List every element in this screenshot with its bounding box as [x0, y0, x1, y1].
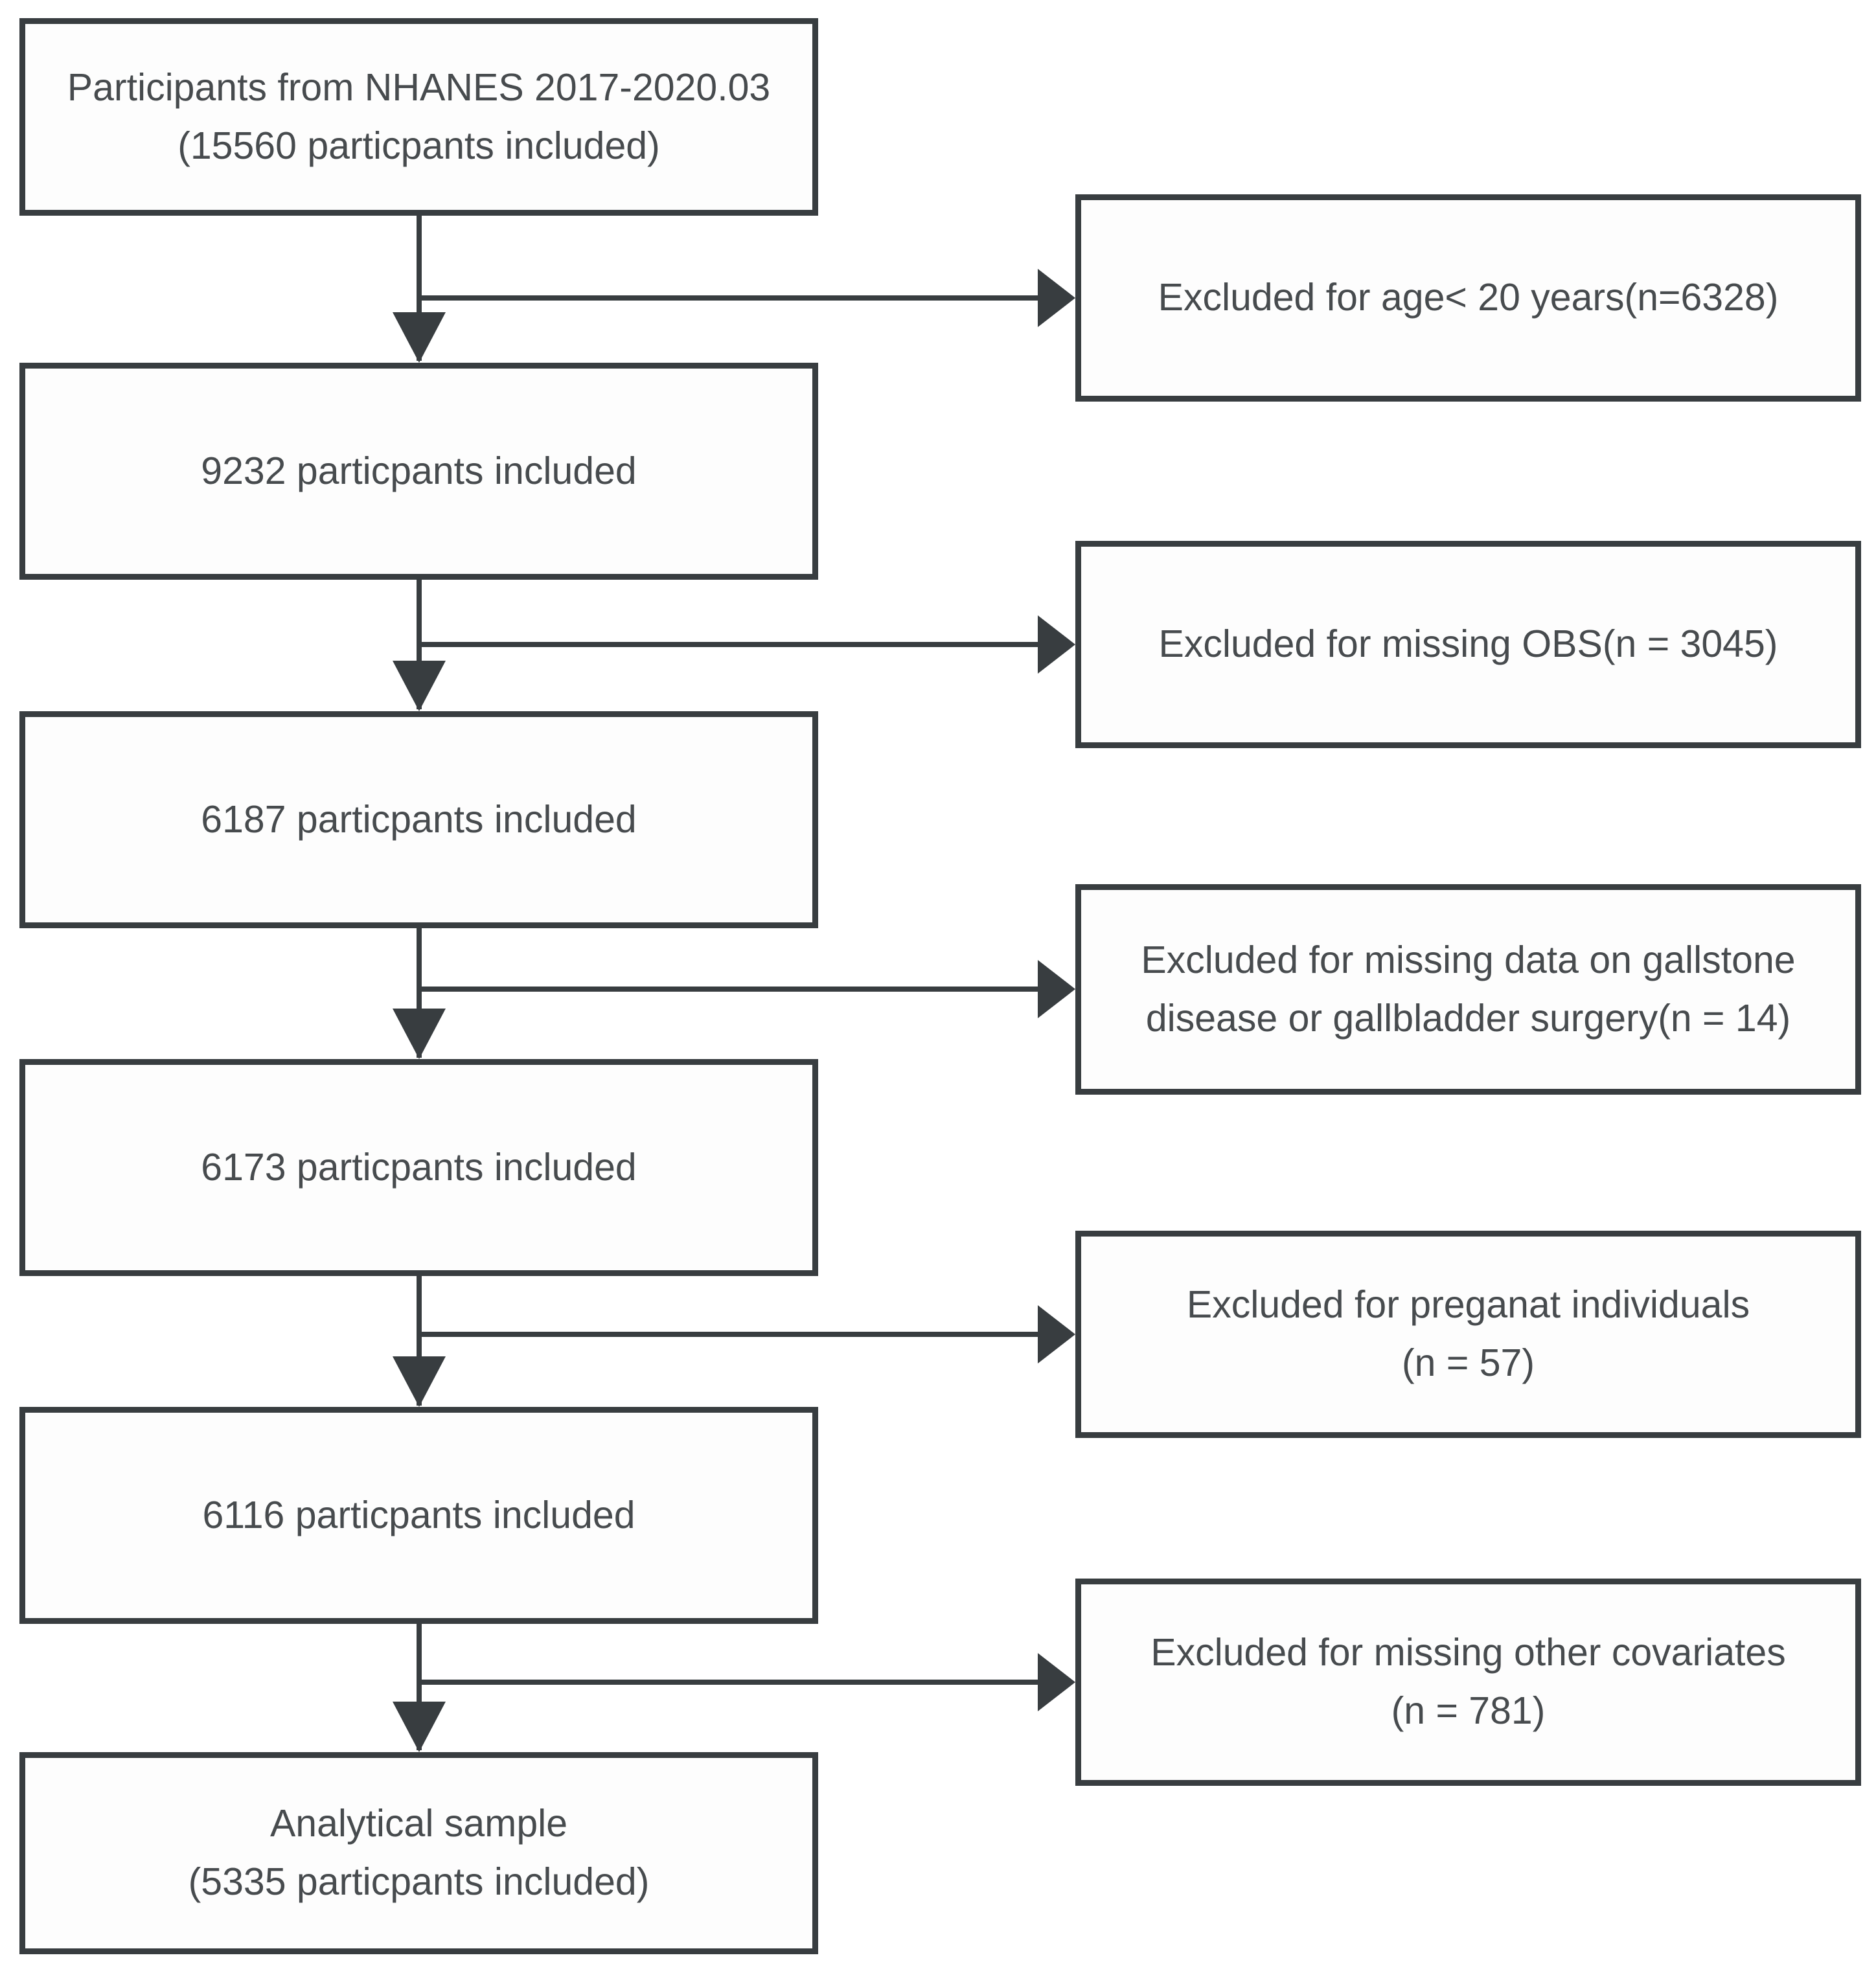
arrowhead-down-icon-3	[393, 1009, 446, 1059]
arrowhead-right-icon-5	[1038, 1653, 1075, 1711]
arrow-right-line-2	[417, 642, 1043, 647]
arrowhead-right-icon-1	[1038, 269, 1075, 327]
arrowhead-down-icon-5	[393, 1702, 446, 1752]
box-included-9232: 9232 particpants included	[19, 363, 818, 580]
arrow-right-line-3	[417, 987, 1043, 992]
box-analytical-sample: Analytical sample (5335 particpants incl…	[19, 1752, 818, 1954]
arrow-right-line-4	[417, 1332, 1043, 1337]
arrow-down-line-1	[417, 215, 422, 361]
box-excluded-age: Excluded for age< 20 years(n=6328)	[1075, 194, 1861, 402]
box-excluded-missing-obs: Excluded for missing OBS(n = 3045)	[1075, 541, 1861, 748]
arrowhead-right-icon-3	[1038, 960, 1075, 1018]
box-excluded-gallstone-data: Excluded for missing data on gallstone d…	[1075, 884, 1861, 1095]
box-excluded-pregnant: Excluded for preganat individuals (n = 5…	[1075, 1231, 1861, 1438]
box-excluded-covariates: Excluded for missing other covariates (n…	[1075, 1579, 1861, 1786]
box-included-6116: 6116 particpants included	[19, 1407, 818, 1624]
arrowhead-down-icon-2	[393, 661, 446, 711]
box-included-6173: 6173 particpants included	[19, 1059, 818, 1276]
arrowhead-right-icon-2	[1038, 615, 1075, 674]
arrow-right-line-5	[417, 1680, 1043, 1685]
arrowhead-right-icon-4	[1038, 1305, 1075, 1363]
arrowhead-down-icon-4	[393, 1356, 446, 1407]
box-nhanes-participants: Participants from NHANES 2017-2020.03 (1…	[19, 18, 818, 216]
arrow-down-line-3	[417, 928, 422, 1058]
arrow-down-line-4	[417, 1276, 422, 1406]
arrow-right-line-1	[417, 295, 1043, 301]
arrow-down-line-5	[417, 1624, 422, 1750]
box-included-6187: 6187 particpants included	[19, 711, 818, 928]
arrowhead-down-icon-1	[393, 312, 446, 363]
